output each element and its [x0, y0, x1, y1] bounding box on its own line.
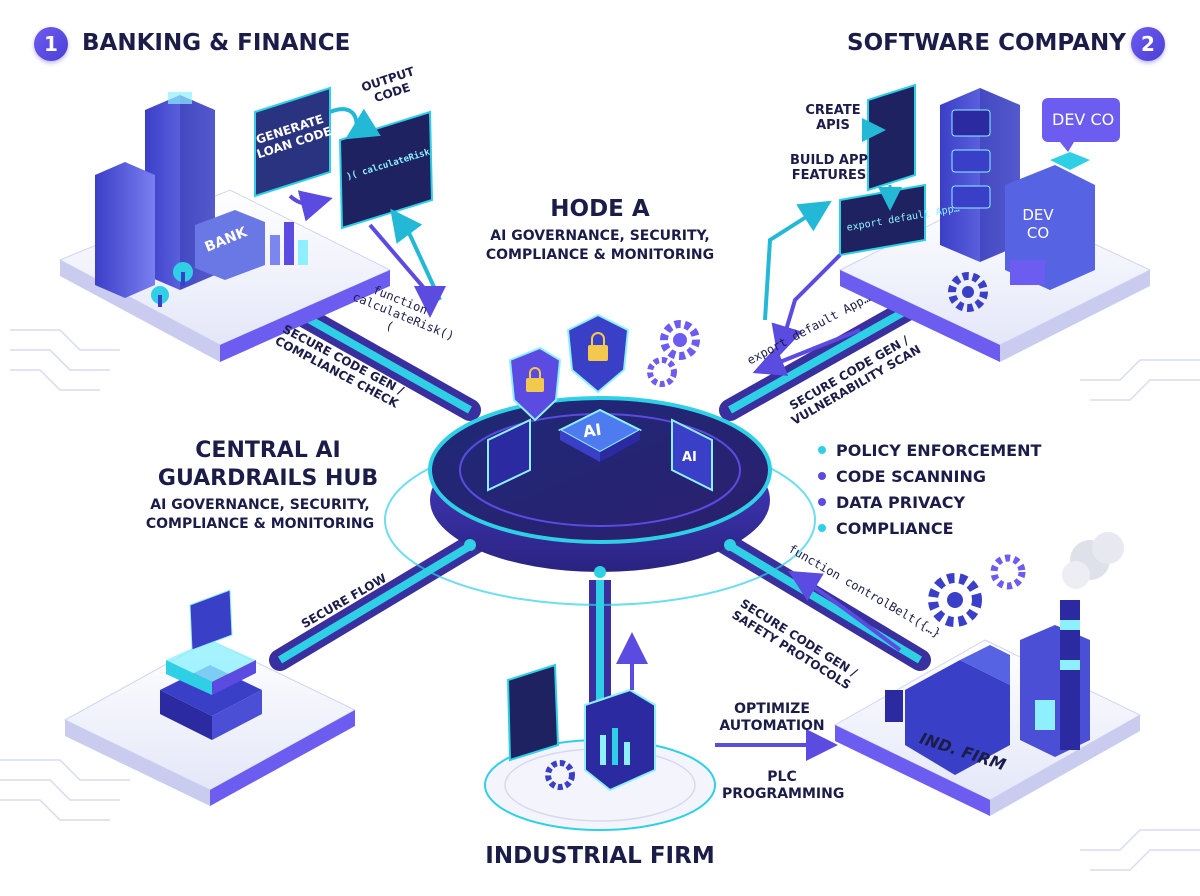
bullet-dot — [818, 524, 826, 532]
security-shield-icon — [568, 315, 628, 392]
plc-panel-icon — [585, 690, 655, 790]
bullet-dot — [818, 446, 826, 454]
feature-item-scanning: CODE SCANNING — [818, 467, 1041, 493]
hub-chip-label: AI — [582, 420, 603, 441]
output-arrow — [330, 109, 357, 135]
plc-label: PLC PROGRAMMING — [722, 769, 842, 803]
dev-co-sign-top-label: DEV CO — [1052, 110, 1114, 129]
bullet-dot — [818, 472, 826, 480]
feature-item-compliance: COMPLIANCE — [818, 519, 1041, 545]
generate-arrow — [290, 196, 325, 203]
optimize-label: OPTIMIZE AUTOMATION — [712, 701, 832, 735]
build-app-label: BUILD APP FEATURES — [774, 153, 884, 183]
feature-item-privacy: DATA PRIVACY — [818, 493, 1041, 519]
banking-up-arrow — [395, 215, 440, 300]
feature-item-policy: POLICY ENFORCEMENT — [818, 441, 1041, 467]
laptop-stack-icon — [160, 590, 262, 740]
software-title: SOFTWARE COMPANY — [847, 30, 1126, 56]
hub-subtitle-top: AI GOVERNANCE, SECURITY, COMPLIANCE & MO… — [465, 227, 735, 265]
plc-code-screen — [508, 665, 558, 760]
create-apis-label: CREATE APIS — [788, 103, 878, 133]
dev-co-sign-side-label: DEV CO — [1018, 206, 1058, 242]
hub-title-top: HODE A — [500, 196, 700, 222]
bullet-dot — [818, 498, 826, 506]
banking-badge: 1 — [34, 27, 68, 61]
hub-title-left: CENTRAL AI GUARDRAILS HUB — [148, 437, 388, 493]
industrial-gear-icon — [933, 558, 1022, 622]
hub-subtitle-left: AI GOVERNANCE, SECURITY, COMPLIANCE & MO… — [130, 496, 390, 534]
banking-title: BANKING & FINANCE — [82, 30, 350, 56]
gear-icon — [650, 324, 696, 384]
feature-list: POLICY ENFORCEMENT CODE SCANNING DATA PR… — [818, 441, 1041, 545]
hub-side-chip-label: AI — [682, 450, 697, 465]
beam-dev — [280, 540, 480, 660]
industrial-title: INDUSTRIAL FIRM — [450, 843, 750, 869]
software-badge: 2 — [1131, 27, 1165, 61]
circuit-traces-right — [1080, 360, 1200, 870]
